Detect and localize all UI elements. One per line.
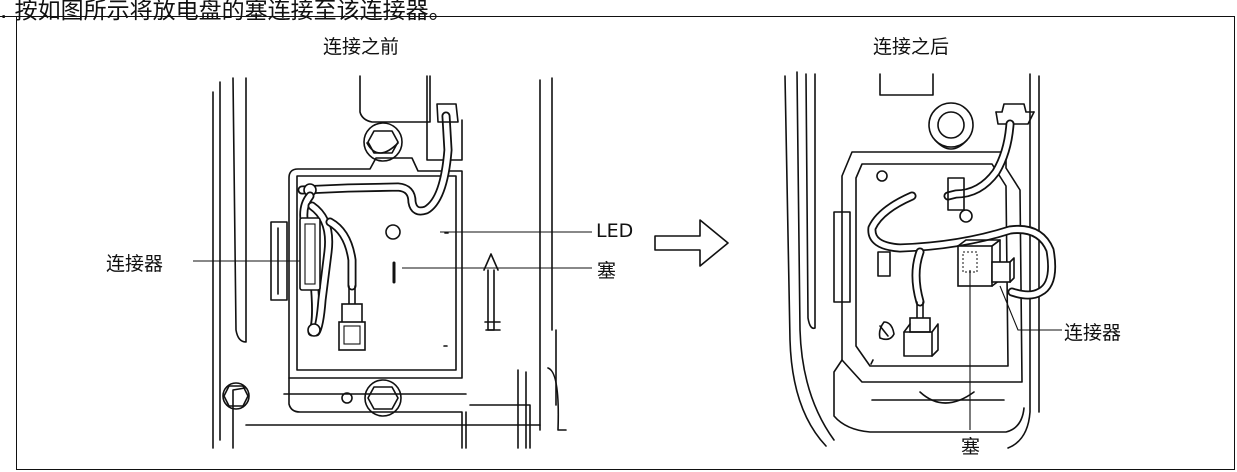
instruction-caption: . 按如图所示将放电盘的塞连接至该连接器。	[0, 0, 452, 24]
figure-frame	[16, 16, 1235, 470]
panel-title-before: 连接之前	[323, 36, 400, 58]
label-after-plug: 塞	[961, 436, 981, 458]
after-device-illustration	[784, 71, 1057, 449]
caption-underline	[0, 16, 16, 17]
label-before-connector: 连接器	[106, 253, 164, 275]
before-device-illustration	[212, 75, 567, 449]
label-before-plug: 塞	[597, 260, 617, 282]
right-arrow-icon	[654, 219, 729, 267]
panel-title-after: 连接之后	[873, 36, 950, 58]
label-after-connector: 连接器	[1064, 322, 1122, 344]
label-led: LED	[596, 220, 634, 242]
leader-after-connector	[999, 285, 1062, 331]
